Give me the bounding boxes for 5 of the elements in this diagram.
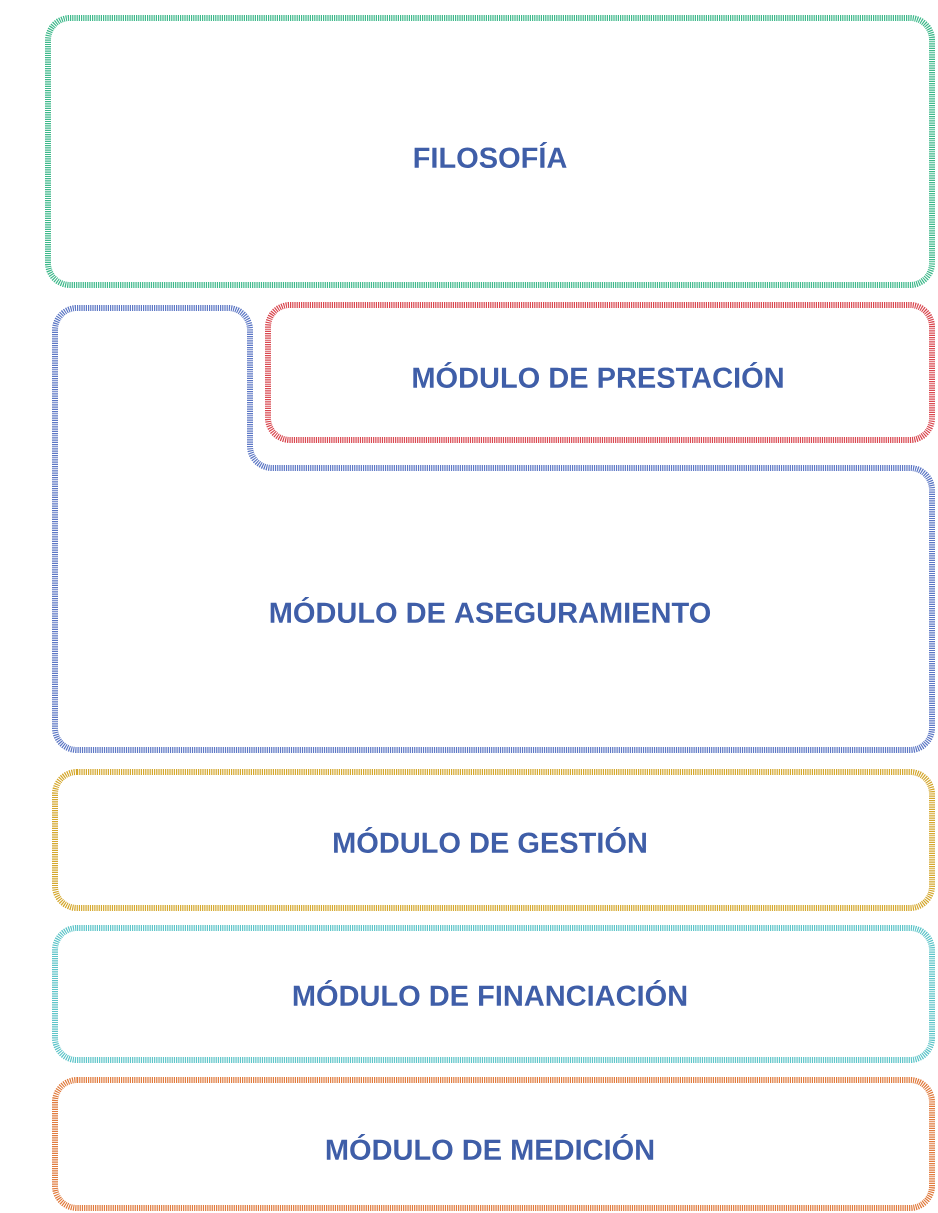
module-box: MÓDULO DE PRESTACIÓN <box>265 302 935 443</box>
module-box: MÓDULO DE MEDICIÓN <box>52 1077 935 1211</box>
module-box: MÓDULO DE FINANCIACIÓN <box>52 925 935 1063</box>
module-box: FILOSOFÍA <box>45 15 935 288</box>
module-box: MÓDULO DE GESTIÓN <box>52 769 935 911</box>
